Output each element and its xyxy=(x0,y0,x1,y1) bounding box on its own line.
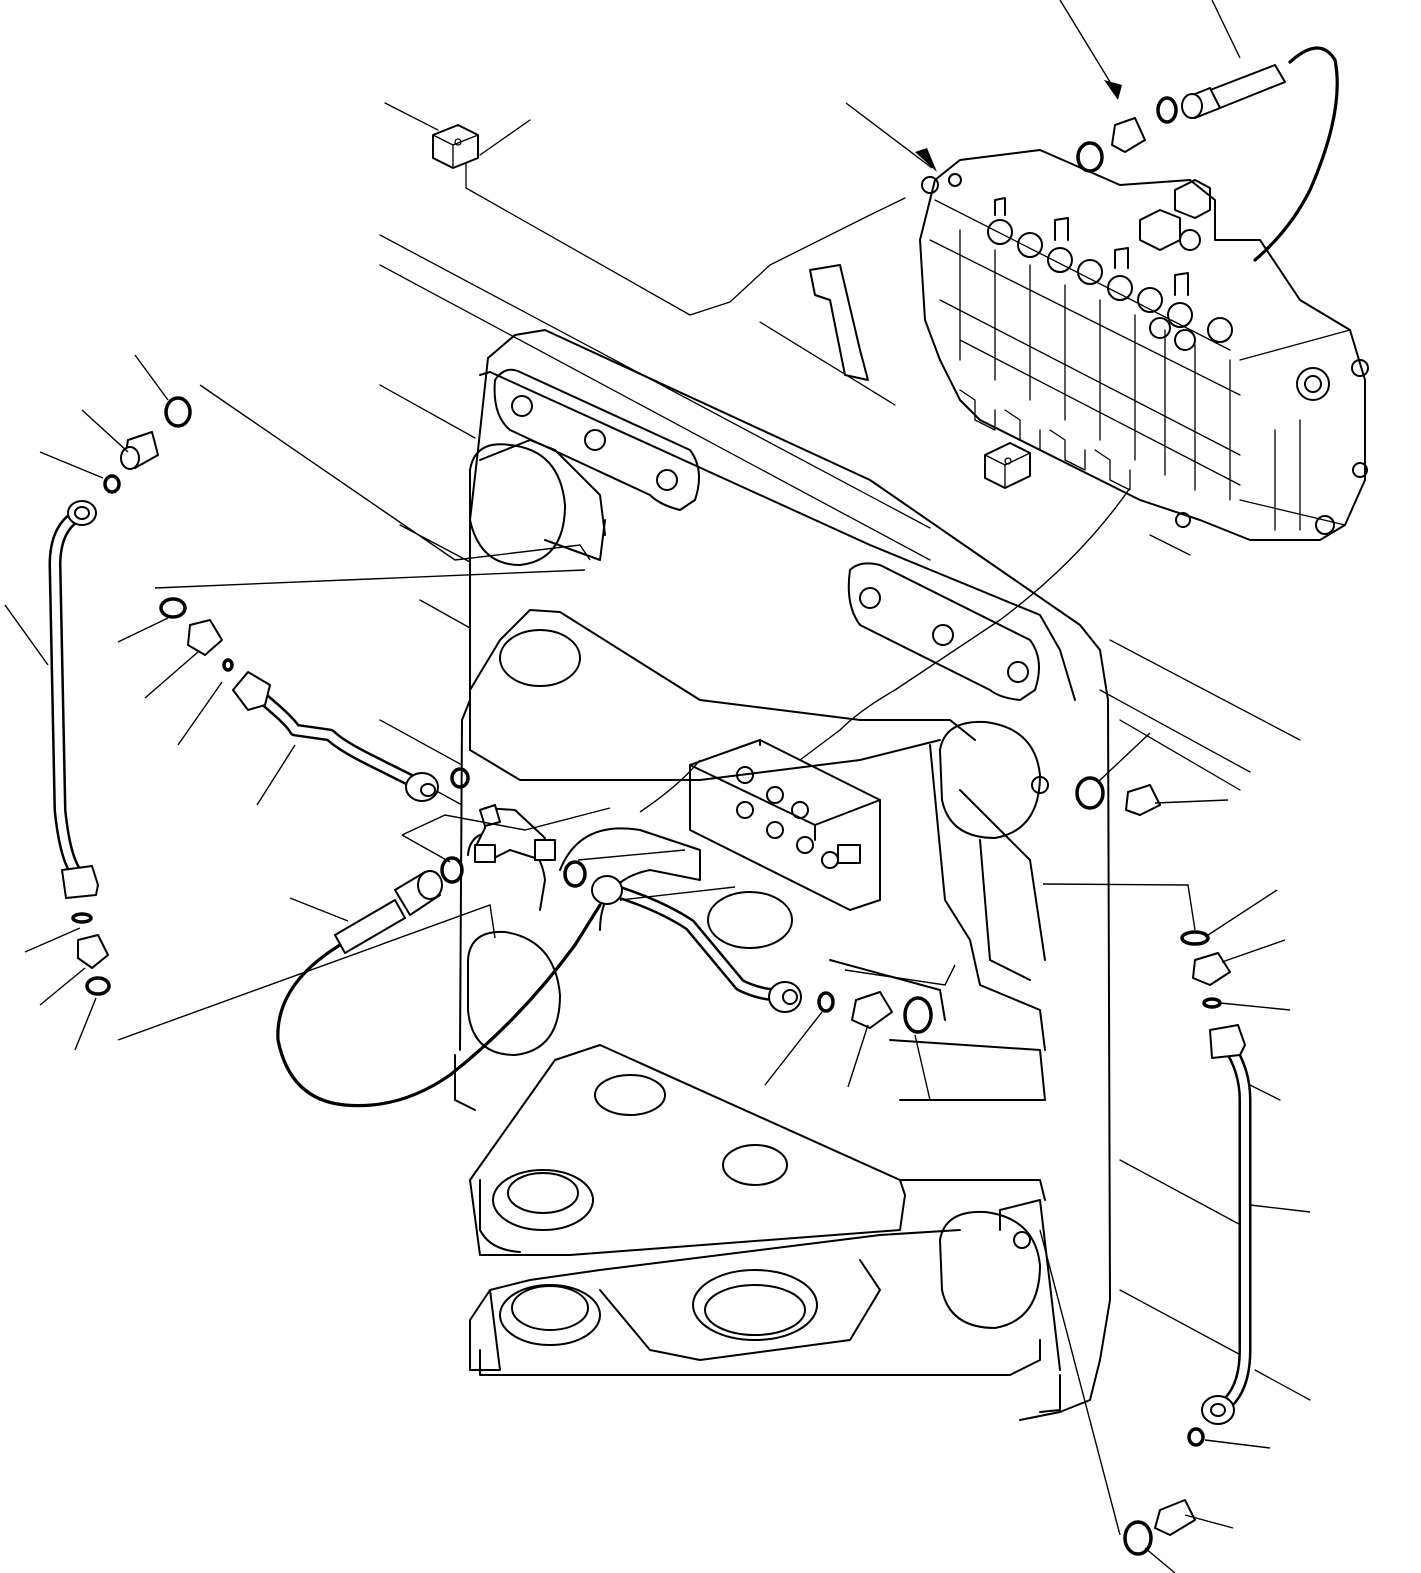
arrowheads xyxy=(915,80,1122,172)
seal-rings xyxy=(71,96,1222,1556)
pipe-center xyxy=(591,875,802,1013)
pipe-left-vertical xyxy=(48,500,99,899)
control-valve-assembly xyxy=(919,149,1369,541)
pipe-clamp-top xyxy=(432,124,479,169)
pipe-right-vertical xyxy=(1201,1024,1252,1425)
frame-bracket xyxy=(809,264,869,381)
adapter-fittings xyxy=(77,117,1231,1536)
tee-fitting xyxy=(474,804,556,863)
frame-background-lines xyxy=(379,102,1311,1401)
hose-left-center xyxy=(276,870,602,1108)
pipe-clamp-right xyxy=(984,442,1031,489)
frame-structure xyxy=(454,329,1111,1421)
leader-lines xyxy=(4,0,1311,1573)
hose-top-right xyxy=(1181,46,1339,262)
pipe-left-middle xyxy=(232,671,439,802)
